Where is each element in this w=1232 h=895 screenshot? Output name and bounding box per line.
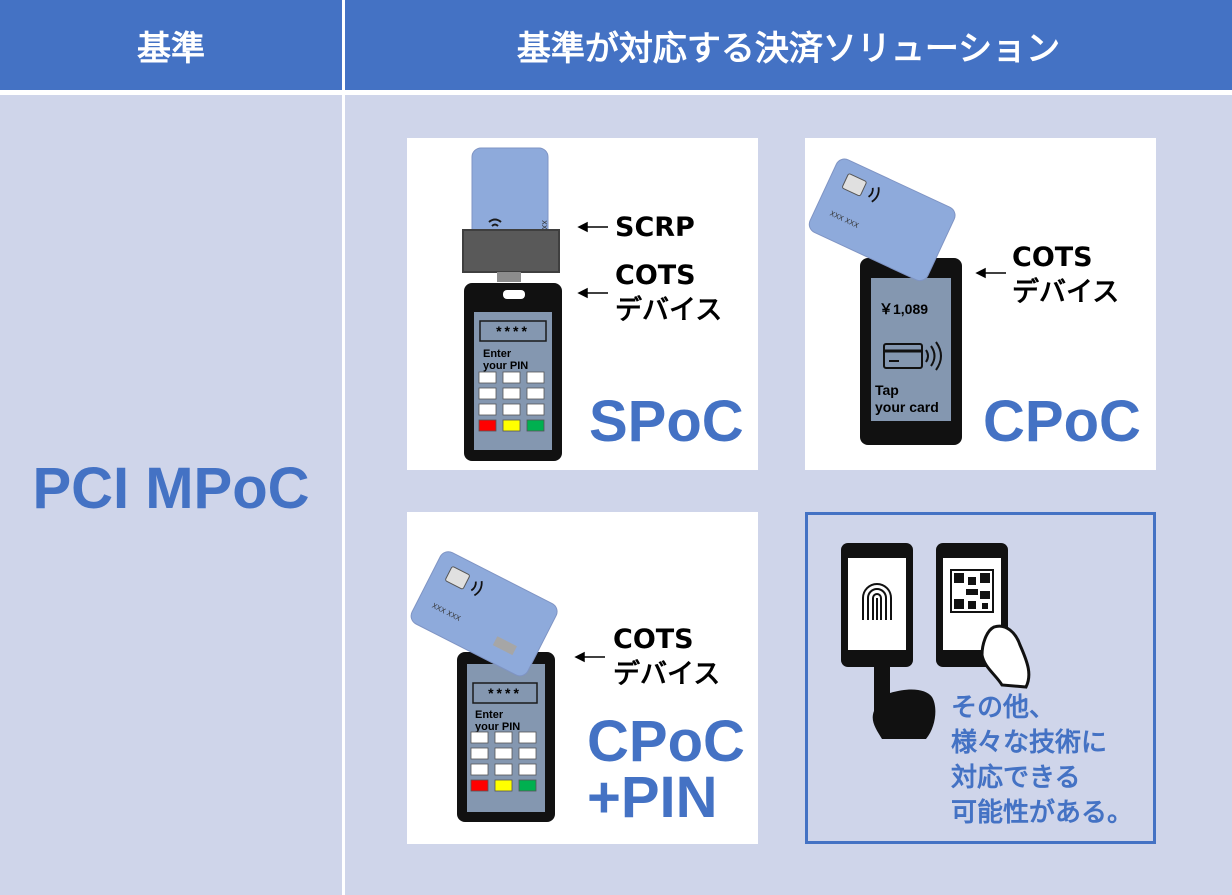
other-text: その他、 様々な技術に 対応できる 可能性がある。 [951, 691, 1133, 831]
spoc-title: SPoC [589, 389, 744, 454]
pin-box [479, 320, 547, 342]
cpoc-arrow [975, 267, 1006, 279]
other-text-line-3: 対応できる [951, 763, 1081, 793]
pin-prompt-1: Enter [483, 348, 512, 360]
spoc-keypad [478, 371, 545, 432]
pin-prompt-2: your PIN [475, 721, 520, 733]
terminal-slot [503, 290, 525, 299]
header-solutions: 基準が対応する決済ソリューション [345, 0, 1232, 90]
cpoc-card: XXX XXX [808, 158, 956, 282]
other-illustration [841, 543, 1031, 739]
pin-prompt-1: Enter [475, 709, 504, 721]
holding-hand-icon [980, 624, 1031, 689]
label-cots: COTS [613, 624, 694, 655]
fingerprint-phone-icon [841, 543, 913, 667]
tap-line-2: your card [875, 399, 939, 415]
pin-stars: **** [496, 323, 530, 339]
cpoc-pin-title-line-2: +PIN [587, 765, 718, 830]
header-standard: 基準 [0, 0, 342, 90]
standard-cell [0, 95, 342, 895]
cpoc-title: CPoC [983, 389, 1141, 454]
spoc-illustration: XXX XXX **** Enter your PIN [462, 147, 608, 461]
tap-line-1: Tap [875, 382, 899, 398]
cpoc-amount: ￥1,089 [879, 301, 928, 317]
cpoc-pin-arrow [574, 651, 605, 663]
header-standard-text: 基準 [137, 28, 205, 69]
label-scrp: SCRP [615, 212, 695, 243]
label-cots: COTS [615, 260, 696, 291]
pin-prompt-2: your PIN [483, 360, 528, 372]
cpoc-pin-keypad [470, 731, 537, 792]
cpoc-illustration: ￥1,089 Tap your card XXX XXX [808, 158, 1006, 445]
panel-cpoc: ￥1,089 Tap your card XXX XXX COTS デバイス C… [805, 138, 1156, 470]
label-device: デバイス [615, 295, 723, 326]
pin-stars: **** [488, 685, 522, 701]
other-text-line-1: その他、 [951, 693, 1056, 723]
label-device: デバイス [613, 659, 721, 690]
scrp-reader [462, 229, 560, 273]
cpoc-pin-title-line-1: CPoC [587, 709, 745, 774]
cpoc-pin-card: XXX XXX [410, 551, 558, 677]
standard-name: PCI MPoC [32, 456, 310, 521]
reader-connector [497, 272, 521, 282]
cpoc-pin-illustration: **** Enter your PIN [410, 551, 605, 822]
spoc-arrows [577, 221, 608, 299]
pin-box [472, 682, 538, 704]
label-cots: COTS [1012, 242, 1093, 273]
panel-other: その他、 様々な技術に 対応できる 可能性がある。 [805, 512, 1156, 844]
label-device: デバイス [1012, 277, 1120, 308]
other-text-line-4: 可能性がある。 [951, 798, 1134, 828]
panel-spoc: XXX XXX **** Enter your PIN [407, 138, 758, 470]
other-text-line-2: 様々な技術に [951, 728, 1108, 758]
card-contactless-icon [883, 341, 942, 371]
header-solutions-text: 基準が対応する決済ソリューション [516, 28, 1061, 69]
panel-cpoc-pin: **** Enter your PIN [407, 512, 758, 844]
pointing-hand-icon [872, 663, 936, 739]
